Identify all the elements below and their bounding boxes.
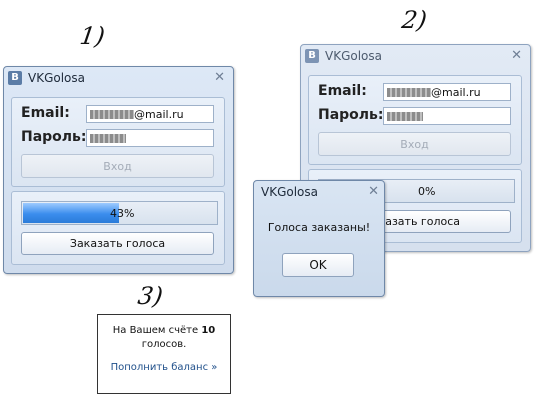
balance-panel: На Вашем счёте 10 голосов. Пополнить бал… [97,314,231,394]
password-field[interactable] [86,129,214,147]
password-label: Пароль: [318,107,384,123]
password-field[interactable] [383,107,511,125]
step-2-label: 2) [400,6,429,34]
login-button[interactable]: Вход [21,154,214,178]
balance-text-before: На Вашем счёте [112,325,199,336]
ok-button[interactable]: OK [282,253,354,277]
top-up-balance-link[interactable]: Пополнить баланс » [110,362,218,373]
balance-amount: 10 [201,325,216,336]
login-window-1: B VKGolosa ✕ Email: @mail.ru Пароль: Вхо… [3,66,234,274]
message-dialog: VKGolosa ✕ Голоса заказаны! OK [253,180,385,297]
progress-bar: 43% [21,201,218,225]
login-group: Email: @mail.ru Пароль: Вход [11,97,225,187]
masked-login [387,88,431,97]
password-mask [387,112,423,121]
email-domain: @mail.ru [431,86,481,99]
email-label: Email: [21,105,70,121]
order-group: 43% Заказать голоса [11,191,225,265]
password-mask [90,134,126,143]
progress-text: 0% [418,184,436,198]
title-bar[interactable]: B VKGolosa ✕ [301,45,530,67]
email-domain: @mail.ru [134,108,184,121]
dialog-message: Голоса заказаны! [267,221,371,234]
masked-login [90,110,134,119]
email-label: Email: [318,83,367,99]
password-label: Пароль: [21,129,87,145]
balance-text: На Вашем счёте 10 голосов. [98,324,230,352]
close-icon[interactable]: ✕ [214,70,225,85]
order-votes-button[interactable]: Заказать голоса [21,232,214,255]
login-group: Email: @mail.ru Пароль: Вход [308,75,522,165]
dialog-title: VKGolosa [261,185,318,199]
window-title: VKGolosa [28,71,85,85]
progress-text: 43% [110,206,135,220]
close-icon[interactable]: ✕ [511,48,522,63]
title-bar[interactable]: B VKGolosa ✕ [4,67,233,89]
vk-logo-icon: B [305,49,319,63]
close-icon[interactable]: ✕ [368,184,379,199]
dialog-title-bar[interactable]: VKGolosa ✕ [254,181,384,203]
email-field[interactable]: @mail.ru [86,105,214,123]
vk-logo-icon: B [8,71,22,85]
email-field[interactable]: @mail.ru [383,83,511,101]
login-button[interactable]: Вход [318,132,511,156]
progress-fill [23,203,119,223]
step-1-label: 1) [78,22,107,50]
window-title: VKGolosa [325,49,382,63]
balance-text-after: голосов. [141,339,187,350]
step-3-label: 3) [136,282,165,310]
